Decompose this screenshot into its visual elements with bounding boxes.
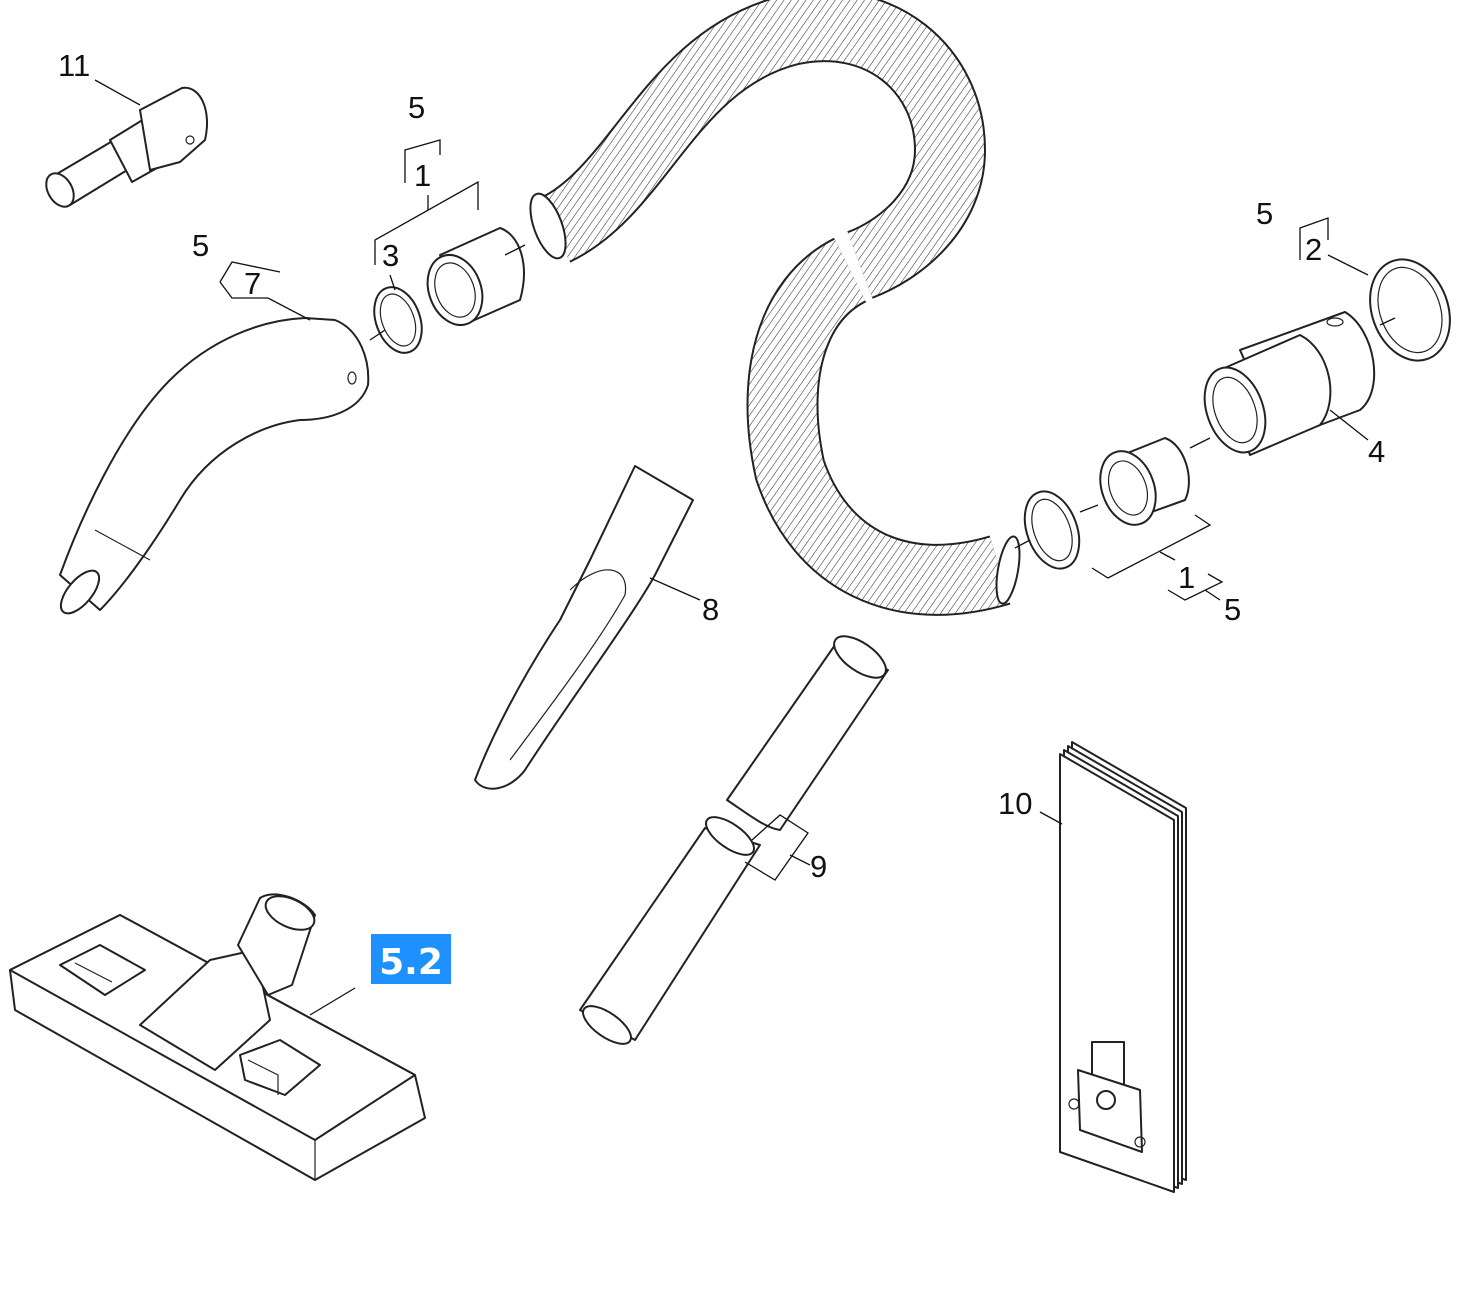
part-10-filter-bags	[1059, 741, 1187, 1193]
leader-2	[1327, 254, 1369, 276]
bracket-1-bottom	[1091, 514, 1212, 579]
part-9-extension-tubes	[579, 635, 889, 1045]
leader-9	[789, 854, 811, 866]
bracket-5-bottom	[1167, 573, 1224, 601]
bracket-7b	[219, 281, 311, 321]
callout-2: 2	[1305, 232, 1322, 267]
part-1-coupling-bottom	[1023, 437, 1190, 570]
badge-5-2: 5.2	[371, 934, 451, 984]
leader-5-2	[309, 987, 356, 1016]
part-3-ring	[373, 286, 423, 354]
connect-1-top	[504, 244, 526, 256]
leader-5-bottom	[1204, 589, 1221, 601]
leader-8	[649, 577, 701, 601]
leader-11	[94, 79, 141, 106]
connect-3	[369, 329, 386, 341]
callout-9: 9	[810, 849, 827, 884]
hose	[529, 0, 1021, 616]
part-11-adapter	[45, 86, 208, 208]
bracket-1-top	[374, 180, 479, 265]
part-2-seal-ring	[1369, 258, 1451, 362]
part-8-crevice-nozzle	[474, 465, 694, 790]
callout-4: 4	[1368, 434, 1385, 469]
callout-7: 7	[244, 266, 261, 301]
bracket-2	[1299, 217, 1329, 260]
badge-5-2-label: 5.2	[379, 942, 443, 983]
part-7-handle	[59, 317, 370, 615]
connect-4	[1189, 437, 1211, 449]
callout-11: 11	[58, 48, 90, 83]
part-1-coupling-top	[426, 227, 525, 326]
callout-5-left: 5	[192, 228, 209, 263]
badge-5-2-background	[371, 934, 451, 984]
callout-5-bottom: 5	[1224, 592, 1241, 627]
bracket-5-top	[404, 139, 441, 183]
bracket-7	[219, 261, 281, 283]
callout-1-top: 1	[414, 158, 431, 193]
callout-8: 8	[702, 592, 719, 627]
part-5-2-floor-nozzle	[9, 893, 426, 1182]
callout-5-top: 5	[408, 90, 425, 125]
callout-10: 10	[998, 786, 1032, 821]
connect-1-bottom-a	[1014, 539, 1031, 549]
leader-10	[1039, 811, 1063, 825]
bracket-9	[744, 814, 809, 881]
stem-1-bottom	[1159, 551, 1176, 561]
connect-1-bottom-b	[1079, 504, 1099, 513]
connect-2	[1379, 317, 1396, 326]
callout-5-right: 5	[1256, 196, 1273, 231]
leader-4	[1329, 409, 1369, 441]
part-4-connector	[1203, 311, 1376, 456]
callout-1-bottom: 1	[1178, 560, 1195, 595]
callout-3: 3	[382, 238, 399, 273]
leader-3	[389, 274, 396, 291]
